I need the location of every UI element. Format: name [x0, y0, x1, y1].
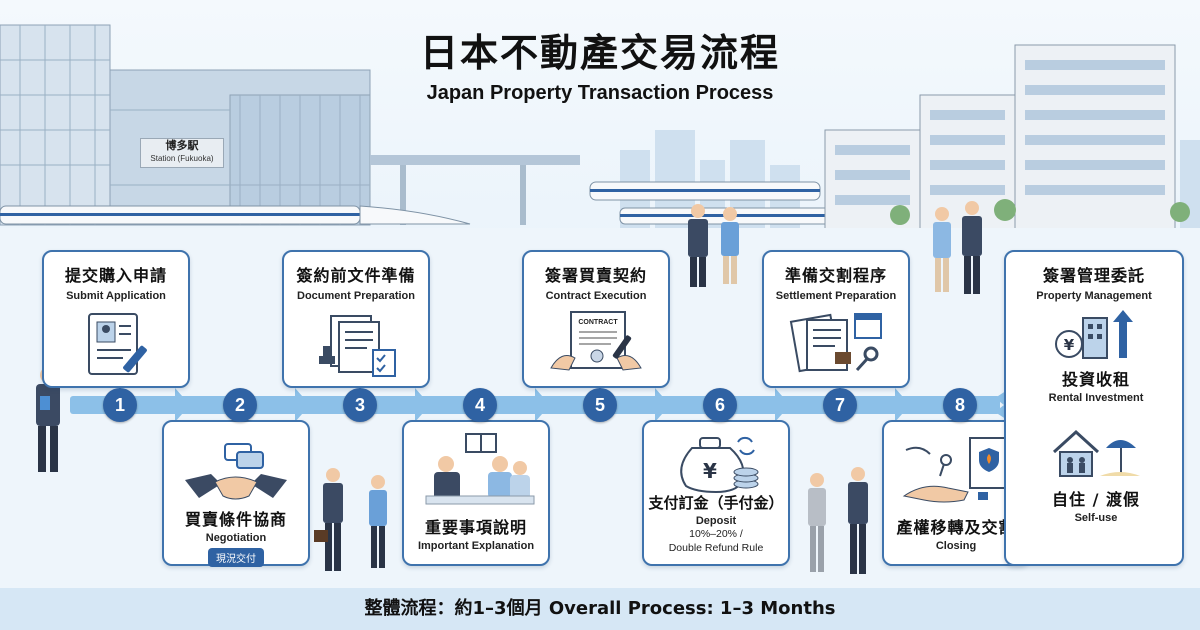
step-card-2: 買賣條件協商 Negotiation 現況交付: [162, 420, 310, 567]
status-badge: 現況交付: [208, 548, 264, 567]
step-subtitle: Important Explanation: [417, 540, 535, 552]
step-subtitle: Contract Execution: [545, 290, 647, 302]
rental-option: 投資收租 Rental Investment: [1006, 366, 1186, 404]
title-block: 日本不動產交易流程 Japan Property Transaction Pro…: [300, 30, 900, 105]
svg-text:¥: ¥: [703, 459, 717, 483]
step-number-7: 7: [823, 388, 857, 422]
svg-text:¥: ¥: [1064, 336, 1075, 354]
step-title: 產權移轉及交割: [896, 518, 1016, 537]
step-card-5: 簽署買賣契約 Contract Execution CONTRACT: [522, 250, 670, 388]
step-text: 支付訂金（手付金） Deposit 10%–20% / Double Refun…: [644, 492, 788, 555]
property-management-card: 簽署管理委託 Property Management ¥ 投資收租 Rental…: [1004, 250, 1184, 566]
step-subtitle: Deposit: [695, 515, 737, 527]
rental-investment-icon: ¥: [1055, 310, 1133, 359]
step-card-3: 簽約前文件準備 Document Preparation: [282, 250, 430, 388]
step-card-6: ¥ 支付訂金（手付金） Deposit 10%–20% / Double Ref…: [642, 420, 790, 566]
final-subtitle: Property Management: [1036, 290, 1152, 302]
step-card-4: 重要事項說明 Important Explanation: [402, 420, 550, 566]
self-use-house-icon: [1052, 429, 1140, 477]
step-title: 簽署買賣契約: [544, 266, 647, 285]
step-number-5: 5: [583, 388, 617, 422]
documents-icon: [319, 315, 396, 377]
settlement-docs-icon: [789, 313, 882, 373]
option-subtitle: Rental Investment: [1048, 392, 1144, 404]
key-handover-icon: [902, 437, 1009, 503]
step-title: 支付訂金（手付金）: [648, 494, 784, 512]
step-card-1: 提交購入申請 Submit Application: [42, 250, 190, 388]
page-subtitle: Japan Property Transaction Process: [426, 82, 774, 104]
step-text: 買賣條件協商 Negotiation 現況交付: [164, 506, 308, 567]
bullet-train: [0, 181, 831, 225]
self-use-option: 自住 / 渡假 Self-use: [1006, 486, 1186, 524]
deposit-rule: Double Refund Rule: [668, 542, 764, 554]
station-name: 博多駅: [165, 139, 199, 152]
step-subtitle: Negotiation: [205, 532, 267, 544]
step-number-2: 2: [223, 388, 257, 422]
step-number-4: 4: [463, 388, 497, 422]
option-title: 投資收租: [1061, 370, 1130, 389]
step-number-1: 1: [103, 388, 137, 422]
station-building: [0, 24, 580, 226]
step-title: 重要事項說明: [424, 518, 527, 537]
couple-figures: [314, 201, 982, 574]
option-subtitle: Self-use: [1074, 512, 1118, 524]
step-subtitle: Document Preparation: [297, 290, 415, 302]
handshake-icon: [185, 443, 287, 500]
option-title: 自住 / 渡假: [1052, 490, 1140, 509]
page-title: 日本不動產交易流程: [419, 31, 780, 75]
step-title: 準備交割程序: [784, 266, 887, 285]
step-card-7: 準備交割程序 Settlement Preparation: [762, 250, 910, 388]
overall-process-bar: 整體流程：約1–3個月 Overall Process: 1–3 Months: [0, 588, 1200, 630]
step-number-6: 6: [703, 388, 737, 422]
station-name-en: Station (Fukuoka): [150, 154, 214, 163]
application-form-icon: [88, 313, 147, 375]
step-title: 提交購入申請: [64, 266, 167, 285]
step-title: 簽約前文件準備: [296, 266, 416, 285]
step-number-8: 8: [943, 388, 977, 422]
step-number-3: 3: [343, 388, 377, 422]
step-subtitle: Closing: [935, 540, 977, 552]
step-text: 產權移轉及交割 Closing: [884, 514, 1028, 552]
meeting-icon: [425, 433, 535, 505]
step-subtitle: Submit Application: [66, 290, 166, 302]
step-text: 重要事項說明 Important Explanation: [404, 514, 548, 552]
step-title: 買賣條件協商: [184, 510, 287, 529]
contract-label: CONTRACT: [578, 319, 618, 326]
final-title: 簽署管理委託: [1042, 266, 1145, 285]
money-bag-icon: ¥: [680, 436, 759, 494]
deposit-range: 10%–20% /: [689, 528, 743, 540]
contract-signing-icon: CONTRACT: [550, 311, 642, 371]
step-subtitle: Settlement Preparation: [775, 290, 897, 302]
station-sign: 博多駅 Station (Fukuoka): [140, 138, 224, 168]
